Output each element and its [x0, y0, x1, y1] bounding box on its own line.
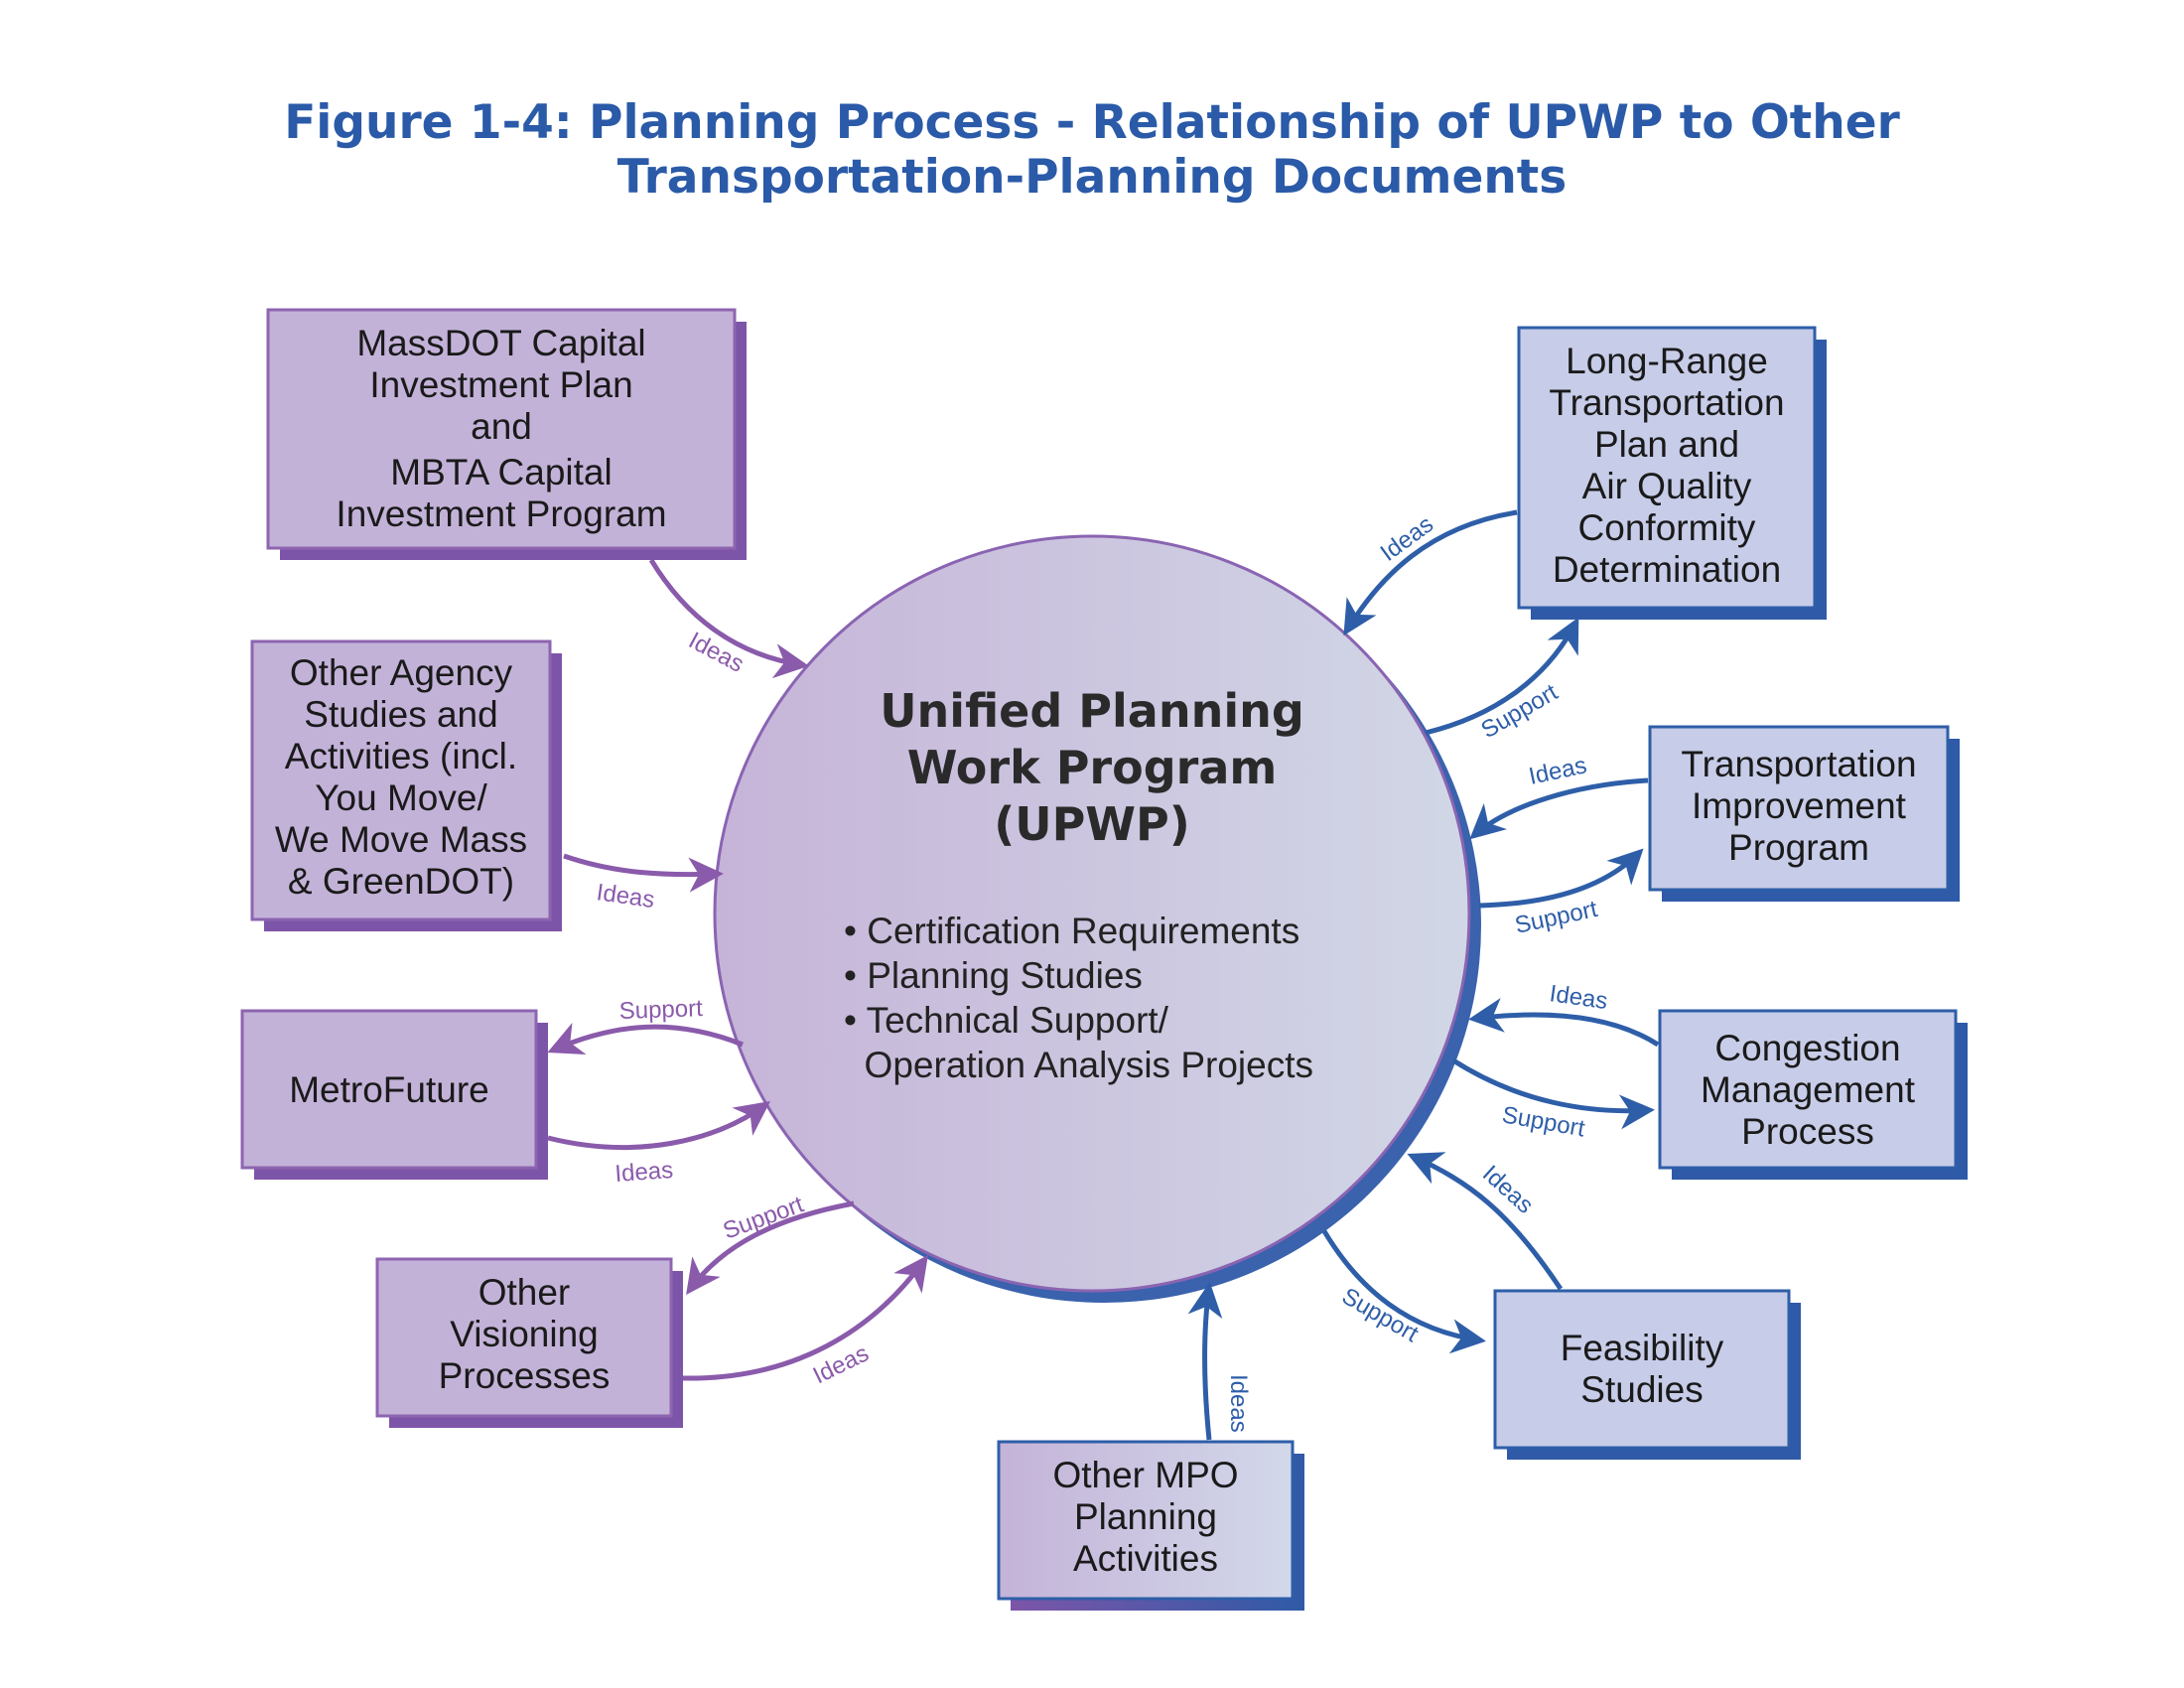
box-line: & GreenDOT) — [288, 861, 514, 902]
box-line: We Move Mass — [275, 819, 527, 860]
label-visioning-support: Support — [720, 1191, 808, 1244]
box-body — [375, 1257, 673, 1418]
box-line: Transportation — [1681, 744, 1916, 784]
box-other-agency-studies: Other Agency Studies and Activities (inc… — [250, 639, 562, 931]
figure-title: Figure 1-4: Planning Process - Relations… — [0, 95, 2184, 205]
box-line: Transportation — [1549, 382, 1784, 423]
box-body — [997, 1440, 1295, 1601]
box-line: Other — [478, 1272, 571, 1313]
arrow-cmp-support — [1451, 1057, 1655, 1130]
label-tip-ideas: Ideas — [1527, 752, 1589, 790]
upwp-bullet-technical-support: • Technical Support/ — [844, 1000, 1169, 1041]
upwp-title-line-2: Work Program — [907, 741, 1278, 794]
box-feasibility-studies: Feasibility Studies — [1493, 1289, 1801, 1460]
box-line: Congestion — [1714, 1028, 1900, 1068]
box-other-mpo-activities: Other MPO Planning Activities — [997, 1440, 1304, 1611]
arrow-lrtp-support — [1425, 617, 1579, 736]
box-long-range-plan: Long-Range Transportation Plan and Air Q… — [1517, 326, 1827, 620]
box-line: Process — [1741, 1111, 1874, 1152]
box-body — [250, 639, 552, 921]
box-body — [266, 308, 737, 550]
label-massdot-ideas: Ideas — [684, 627, 749, 677]
arrow-mpo-ideas — [1187, 1282, 1223, 1441]
box-line: MassDOT Capital — [356, 323, 645, 363]
arrow-cmp-ideas — [1468, 998, 1660, 1048]
box-line: Studies — [1580, 1369, 1703, 1410]
arrow-visioning-support — [686, 1200, 855, 1296]
box-body — [1517, 326, 1817, 610]
arrow-massdot-ideas — [648, 558, 809, 679]
arrow-feasibility-ideas — [1407, 1152, 1564, 1291]
box-body — [1658, 1009, 1958, 1170]
box-congestion-management: Congestion Management Process — [1658, 1009, 1968, 1180]
purple-arrows — [547, 558, 928, 1381]
figure-title-line-1: Figure 1-4: Planning Process - Relations… — [284, 95, 1900, 150]
box-line: Investment Plan — [369, 364, 632, 405]
arrow-visioning-ideas — [682, 1254, 928, 1381]
box-other-visioning: Other Visioning Processes — [375, 1257, 683, 1428]
arrow-tip-ideas — [1469, 777, 1649, 840]
arrow-metrofuture-ideas — [547, 1101, 771, 1151]
box-line: Feasibility — [1561, 1328, 1724, 1368]
upwp-circle: Unified Planning Work Program (UPWP) • C… — [713, 534, 1481, 1303]
box-line: Studies and — [304, 694, 497, 735]
arrow-lrtp-ideas — [1343, 509, 1518, 636]
label-cmp-ideas: Ideas — [1548, 980, 1609, 1015]
box-line: Air Quality — [1582, 466, 1752, 506]
upwp-title-line-3: (UPWP) — [994, 797, 1190, 851]
box-body — [1648, 725, 1950, 892]
label-metrofuture-ideas: Ideas — [614, 1157, 674, 1188]
box-line: Visioning — [450, 1314, 598, 1354]
box-line: Management — [1701, 1069, 1916, 1110]
box-line: Conformity — [1578, 507, 1756, 548]
box-metrofuture: MetroFuture — [240, 1009, 548, 1180]
label-mpo-ideas: Ideas — [1225, 1374, 1252, 1433]
box-line: Processes — [439, 1355, 611, 1396]
upwp-title-line-1: Unified Planning — [880, 684, 1304, 738]
arrow-other-agency-ideas — [563, 853, 724, 893]
figure-title-line-2: Transportation-Planning Documents — [616, 150, 1568, 205]
box-line: MetroFuture — [289, 1069, 489, 1110]
arrow-feasibility-support — [1321, 1229, 1486, 1354]
box-tip: Transportation Improvement Program — [1648, 725, 1960, 902]
arrow-tip-support — [1478, 848, 1644, 909]
label-other-agency-ideas: Ideas — [595, 879, 656, 914]
box-line: Planning — [1074, 1496, 1217, 1537]
box-line: Improvement — [1692, 785, 1907, 826]
upwp-bullet-certification: • Certification Requirements — [844, 911, 1299, 951]
label-feasibility-ideas: Ideas — [1477, 1160, 1539, 1218]
box-massdot-capital-plan: MassDOT Capital Investment Plan and MBTA… — [266, 308, 747, 560]
box-body — [240, 1009, 538, 1170]
box-line: Investment Program — [336, 493, 666, 534]
box-line: MBTA Capital — [390, 452, 612, 492]
upwp-circle-body — [713, 534, 1471, 1293]
arrow-metrofuture-support — [547, 1022, 744, 1055]
box-line: Program — [1728, 827, 1869, 868]
blue-arrows — [1187, 509, 1660, 1441]
box-line: Activities (incl. — [285, 736, 517, 776]
box-line: Plan and — [1594, 424, 1739, 465]
box-line: You Move/ — [315, 777, 487, 818]
upwp-bullet-operation-analysis: Operation Analysis Projects — [844, 1045, 1313, 1085]
label-visioning-ideas: Ideas — [809, 1339, 874, 1389]
upwp-bullet-planning-studies: • Planning Studies — [844, 955, 1143, 996]
box-body — [1493, 1289, 1791, 1450]
box-line: Other MPO — [1052, 1455, 1238, 1495]
box-line: Long-Range — [1566, 341, 1768, 381]
box-line: Determination — [1553, 549, 1781, 590]
label-metrofuture-support: Support — [618, 995, 703, 1025]
box-line: and — [471, 406, 532, 447]
box-line: Activities — [1073, 1538, 1218, 1579]
box-line: Other Agency — [290, 652, 513, 693]
